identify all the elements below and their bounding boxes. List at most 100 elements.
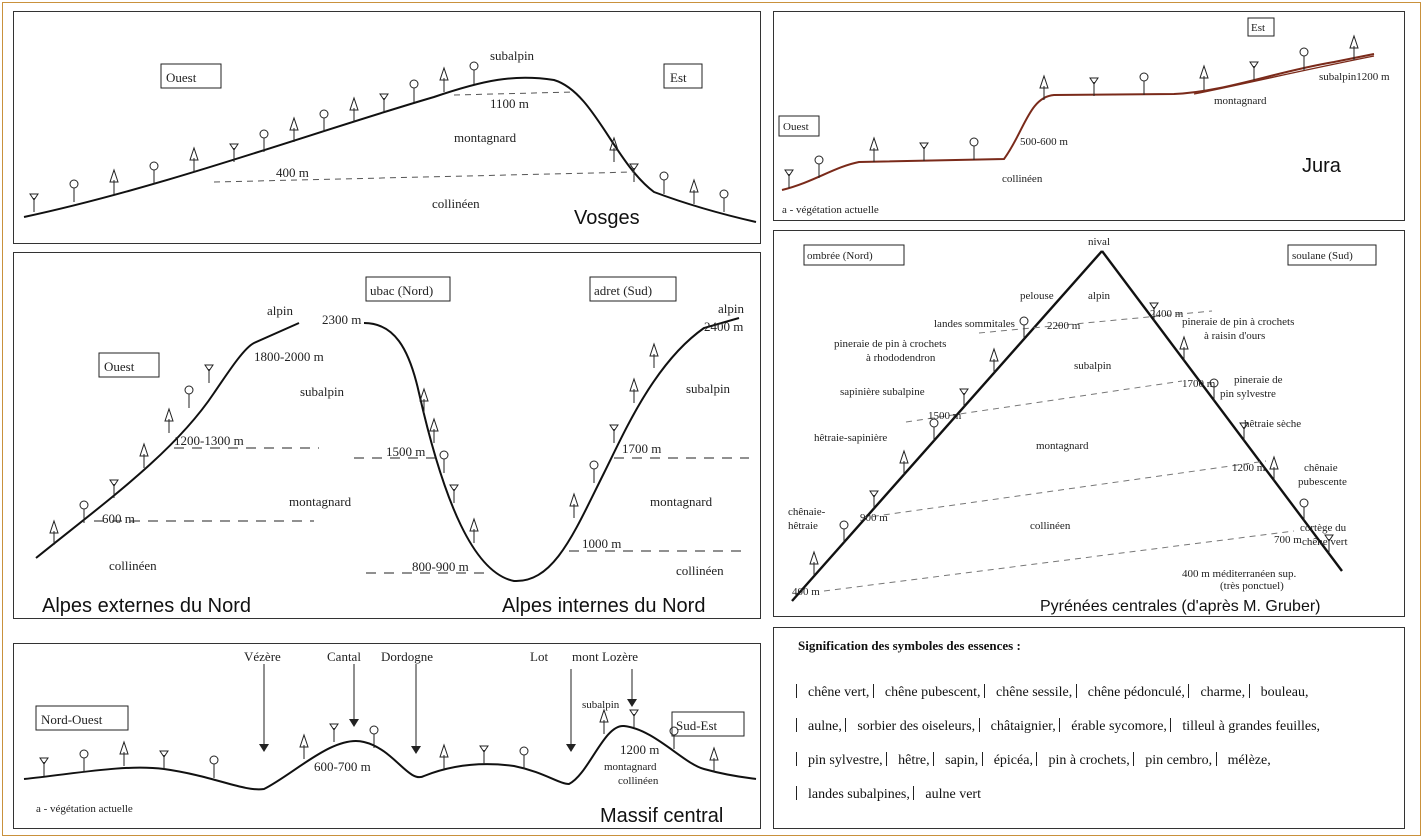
massif-sudest-label: Sud-Est [676, 718, 718, 733]
massif-vezere: Vézère [244, 649, 281, 664]
vosges-profile: Ouest Est subalpin 1100 m montagnard 400… [23, 48, 757, 229]
pyr-pineraie1b: à rhododendron [866, 352, 936, 364]
alpes-alt-600: 600 m [102, 511, 135, 526]
alpes-subalpin-w: subalpin [300, 384, 345, 399]
tree-symbol-icon [1239, 422, 1249, 441]
tree-symbol-icon [39, 757, 49, 776]
alpes-alt-1700: 1700 m [622, 441, 661, 456]
tree-symbol-icon [609, 424, 619, 443]
tree-symbol-icon [1019, 316, 1029, 339]
legend-item: érable sycomore, [1071, 719, 1167, 734]
pyr-chpub2: pubescente [1298, 476, 1347, 488]
pyr-chvert1: cortège du [1300, 522, 1347, 534]
tree-symbol-icon [1324, 534, 1334, 553]
tree-symbol-icon [1249, 61, 1259, 80]
panel-alpes: Ouest ubac (Nord) adret (Sud) alpin alpi… [13, 252, 761, 619]
massif-dordogne: Dordogne [381, 649, 433, 664]
tree-symbol-icon [109, 479, 119, 498]
vosges-montagnard: montagnard [454, 130, 517, 145]
tree-symbol-icon [189, 146, 199, 172]
tree-symbol-icon [709, 746, 719, 772]
massif-caption: a - végétation actuelle [36, 803, 133, 815]
tree-symbol-icon [409, 79, 419, 102]
aulne-vert-icon [913, 786, 923, 800]
legend-line-4: landes subalpines, aulne vert [796, 786, 981, 803]
meleze-icon [1215, 752, 1226, 766]
vosges-alt-1100: 1100 m [490, 96, 529, 111]
panel-vosges: Ouest Est subalpin 1100 m montagnard 400… [13, 11, 761, 244]
panel-massif-central: Nord-Ouest Sud-Est Vézère Cantal Dordogn… [13, 643, 761, 829]
tree-symbol-icon [119, 740, 129, 766]
tree-symbol-icon [869, 490, 879, 509]
tree-symbol-icon [1269, 455, 1279, 481]
tree-symbol-icon [839, 520, 849, 543]
chene-sessile-icon [984, 684, 994, 698]
tree-symbol-icon [379, 93, 389, 112]
tree-symbol-icon [1089, 77, 1099, 96]
pyr-chenaie2: hêtraie [788, 520, 818, 532]
alpes-alt-2400: 2400 m [704, 319, 743, 334]
alpes-montagnard-w: montagnard [289, 494, 352, 509]
tree-symbol-icon [669, 726, 679, 749]
tree-symbol-icon [1179, 335, 1189, 361]
pyr-montagnard: montagnard [1036, 440, 1089, 452]
pyr-alt-1200: 1200 m [1232, 462, 1266, 474]
tilleul-icon [1170, 718, 1180, 732]
tree-symbol-icon [479, 745, 489, 764]
pyr-alt-700: 700 m [1274, 534, 1302, 546]
tree-symbol-icon [1209, 378, 1219, 401]
tree-symbol-icon [599, 708, 609, 734]
tree-symbol-icon [439, 66, 449, 92]
panel-jura: Ouest Est subalpin1200 m montagnard 500-… [773, 11, 1405, 221]
tree-symbol-icon [439, 743, 449, 769]
tree-symbol-icon [79, 500, 89, 523]
tree-symbol-icon [869, 136, 879, 162]
tree-symbol-icon [629, 163, 639, 182]
vosges-title: Vosges [574, 207, 640, 229]
pyr-collineen: collinéen [1030, 520, 1071, 532]
alpes-profile: Ouest ubac (Nord) adret (Sud) alpin alpi… [35, 276, 749, 617]
tree-symbol-icon [149, 161, 159, 184]
pyr-alt-2200: 2200 m [1047, 320, 1081, 332]
vosges-subalpin: subalpin [490, 48, 535, 63]
jura-ouest-label: Ouest [783, 121, 809, 133]
tree-symbol-icon [49, 519, 59, 545]
tree-symbol-icon [204, 364, 214, 383]
alpes-montagnard-e: montagnard [650, 494, 713, 509]
legend-item: chêne pédonculé, [1087, 685, 1185, 700]
chataignier-icon [978, 718, 989, 732]
pyr-hetraie-sapiniere: hêtraie-sapinière [814, 432, 887, 444]
alpes-alpin-e: alpin [718, 301, 744, 316]
chene-pedoncule-icon [1075, 684, 1086, 698]
epicea-icon [981, 752, 992, 766]
tree-symbol-icon [69, 179, 79, 202]
aulne-icon [796, 718, 806, 732]
alpes-collineen-e: collinéen [676, 563, 724, 578]
tree-symbol-icon [164, 407, 174, 433]
legend-item: charme, [1200, 685, 1246, 700]
tree-symbol-icon [109, 168, 119, 194]
landes-icon [796, 786, 806, 800]
massif-profile: Nord-Ouest Sud-Est Vézère Cantal Dordogn… [23, 649, 757, 827]
alpes-alt-800: 800-900 m [412, 559, 469, 574]
tree-symbol-icon [299, 733, 309, 759]
alpes-alt-1300: 1200-1300 m [174, 433, 244, 448]
tree-symbol-icon [989, 347, 999, 373]
pyr-subalpin: subalpin [1074, 360, 1112, 372]
tree-symbol-icon [139, 442, 149, 468]
alpes-internes-title: Alpes internes du Nord [502, 595, 705, 617]
legend-item: chêne sessile, [996, 685, 1073, 700]
tree-symbol-icon [29, 193, 39, 212]
jura-alt-1200: subalpin1200 m [1319, 71, 1390, 83]
vosges-alt-400: 400 m [276, 165, 309, 180]
pyrenees-profile: ombrée (Nord) soulane (Sud) nival pelous… [788, 236, 1377, 615]
pyr-alt-1700: 1700 m [1182, 378, 1216, 390]
pyr-med2: (très ponctuel) [1220, 580, 1284, 592]
pyr-pcroch1: pineraie de pin à crochets [1182, 316, 1294, 328]
pyr-nival: nival [1088, 236, 1110, 248]
legend-item: tilleul à grandes feuilles, [1182, 719, 1321, 734]
erable-icon [1059, 718, 1069, 732]
tree-symbol-icon [1349, 34, 1359, 60]
tree-symbol-icon [419, 387, 429, 413]
legend-item: aulne, [808, 719, 842, 734]
